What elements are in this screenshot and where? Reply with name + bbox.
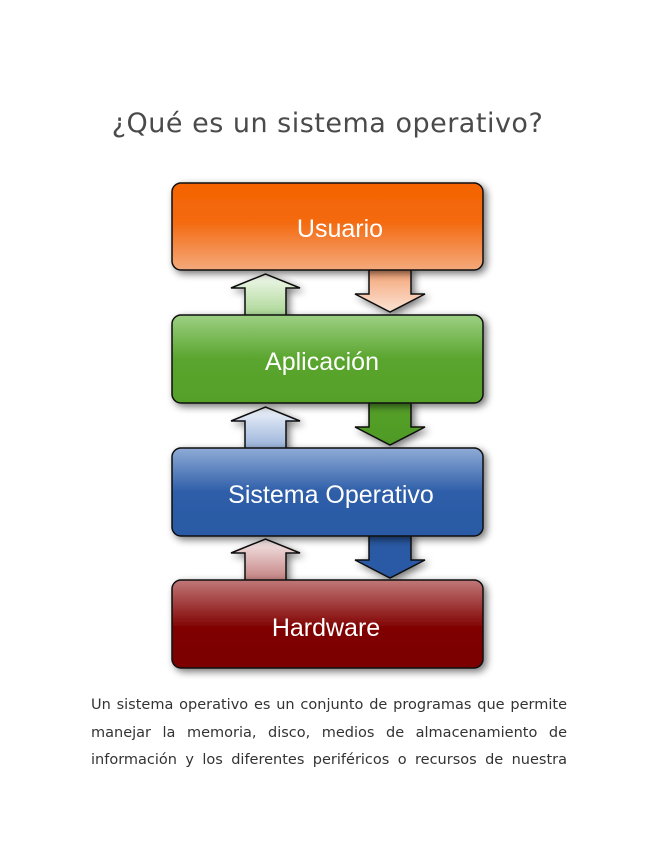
layer-label-sistema-operativo: Sistema Operativo — [228, 481, 434, 509]
layer-hardware: Hardware — [171, 579, 484, 669]
description-line: información y los diferentes periféricos… — [91, 752, 567, 768]
description-line: Un sistema operativo es un conjunto de p… — [91, 697, 567, 713]
layer-label-aplicacion: Aplicación — [265, 348, 379, 376]
page-title: ¿Qué es un sistema operativo? — [111, 108, 544, 139]
arrow-down-aplicacion-to-so — [354, 400, 426, 446]
arrow-down-so-to-hardware — [354, 533, 426, 579]
layer-sistema-operativo: Sistema Operativo — [171, 447, 484, 537]
arrow-up-so-to-aplicacion — [230, 406, 301, 452]
description-line: manejar la memoria, disco, medios de alm… — [91, 724, 567, 741]
arrow-down-usuario-to-aplicacion — [354, 267, 426, 313]
os-layers-diagram: Usuario Aplicación Sistema Operativo Har… — [171, 182, 484, 669]
arrow-up-hardware-to-so — [230, 538, 301, 584]
description-paragraph: Un sistema operativo es un conjunto de p… — [91, 692, 567, 775]
layer-label-usuario: Usuario — [297, 215, 383, 243]
layer-label-hardware: Hardware — [272, 614, 380, 642]
arrow-up-aplicacion-to-usuario — [230, 273, 301, 319]
layer-aplicacion: Aplicación — [171, 314, 484, 404]
layer-usuario: Usuario — [171, 182, 484, 271]
